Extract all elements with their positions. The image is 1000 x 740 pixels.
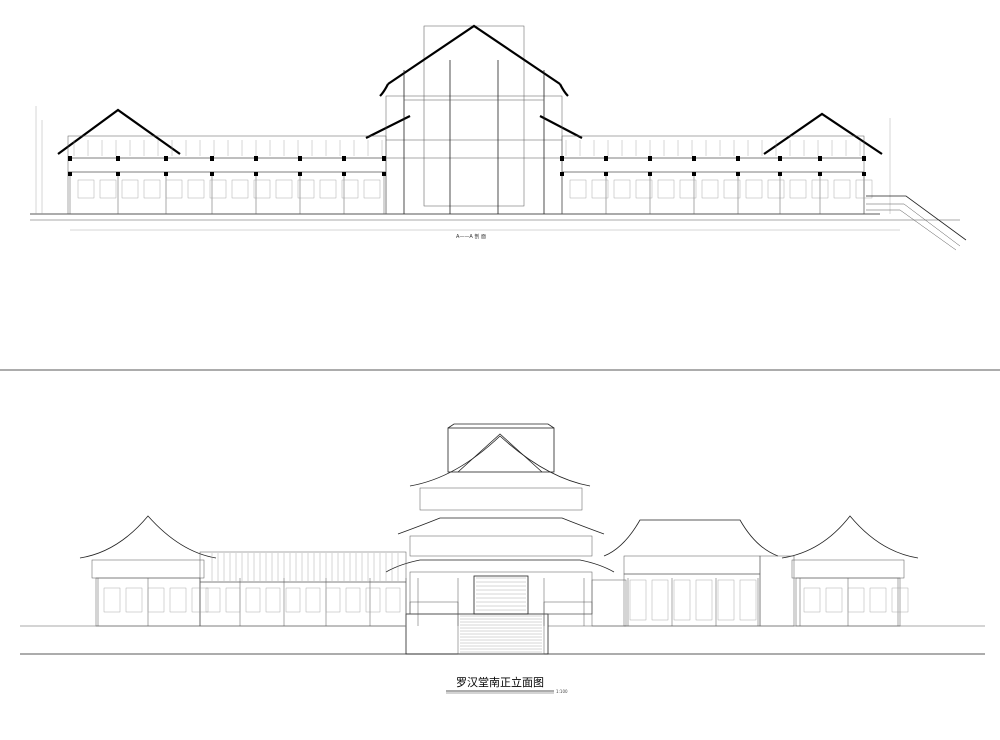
- column-block: [164, 172, 168, 176]
- column-block: [560, 156, 564, 161]
- elevation-steps: [460, 615, 542, 653]
- lattice-window: [231, 179, 249, 199]
- lattice-window: [679, 179, 697, 199]
- lattice-window: [265, 587, 281, 613]
- lattice-window: [209, 179, 227, 199]
- column-block: [382, 156, 386, 161]
- lattice-window: [341, 179, 359, 199]
- lattice-window: [569, 179, 587, 199]
- lattice-window: [767, 179, 785, 199]
- column-block: [818, 172, 822, 176]
- column-block: [342, 156, 346, 161]
- column-block: [778, 156, 782, 161]
- lattice-window: [701, 179, 719, 199]
- column-block: [298, 156, 302, 161]
- column-block: [116, 172, 120, 176]
- lattice-window: [723, 179, 741, 199]
- elevation-scale: 1:100: [556, 689, 568, 694]
- lattice-window: [297, 179, 315, 199]
- column-block: [778, 172, 782, 176]
- lattice-window: [345, 587, 361, 613]
- column-block: [298, 172, 302, 176]
- column-block: [604, 172, 608, 176]
- column-block: [254, 156, 258, 161]
- lattice-window: [103, 587, 121, 613]
- column-block: [862, 156, 866, 161]
- lattice-window: [789, 179, 807, 199]
- lattice-window: [613, 179, 631, 199]
- column-block: [382, 172, 386, 176]
- elevation-lattice-windows: [103, 553, 909, 621]
- lattice-window: [121, 179, 139, 199]
- lattice-window: [385, 587, 401, 613]
- column-block: [736, 172, 740, 176]
- column-block: [164, 156, 168, 161]
- lattice-window: [319, 179, 337, 199]
- lattice-window: [245, 587, 261, 613]
- lattice-window: [635, 179, 653, 199]
- column-block: [648, 172, 652, 176]
- lattice-window: [205, 587, 221, 613]
- lattice-window: [717, 579, 735, 621]
- column-block: [68, 156, 72, 161]
- lattice-window: [285, 587, 301, 613]
- section-columns: [68, 156, 866, 214]
- column-block: [210, 172, 214, 176]
- lattice-window: [187, 179, 205, 199]
- lattice-window: [891, 587, 909, 613]
- lattice-window: [165, 179, 183, 199]
- lattice-window: [811, 179, 829, 199]
- column-block: [818, 156, 822, 161]
- lattice-window: [99, 179, 117, 199]
- lattice-window: [169, 587, 187, 613]
- lattice-window: [657, 179, 675, 199]
- elevation-title: 罗汉堂南正立面图: [456, 675, 544, 689]
- lattice-window: [591, 179, 609, 199]
- column-block: [862, 172, 866, 176]
- lattice-window: [833, 179, 851, 199]
- lattice-window: [629, 579, 647, 621]
- lattice-window: [305, 587, 321, 613]
- lattice-window: [325, 587, 341, 613]
- column-block: [736, 156, 740, 161]
- column-block: [254, 172, 258, 176]
- section-lattice-windows: [73, 140, 873, 199]
- lattice-window: [253, 179, 271, 199]
- column-block: [692, 172, 696, 176]
- lattice-window: [147, 587, 165, 613]
- lattice-window: [275, 179, 293, 199]
- section-stair-railing: [866, 195, 967, 251]
- column-block: [210, 156, 214, 161]
- column-block: [116, 156, 120, 161]
- lattice-window: [125, 587, 143, 613]
- lattice-window: [739, 579, 757, 621]
- lattice-window: [225, 587, 241, 613]
- lattice-window: [847, 587, 865, 613]
- column-block: [648, 156, 652, 161]
- lattice-window: [143, 179, 161, 199]
- lattice-window: [695, 579, 713, 621]
- lattice-window: [365, 587, 381, 613]
- column-block: [68, 172, 72, 176]
- section-drawing: [30, 24, 960, 231]
- lattice-window: [869, 587, 887, 613]
- lattice-window: [77, 179, 95, 199]
- lattice-window: [191, 587, 209, 613]
- lattice-window: [363, 179, 381, 199]
- column-block: [604, 156, 608, 161]
- lattice-window: [825, 587, 843, 613]
- lattice-window: [803, 587, 821, 613]
- lattice-window: [673, 579, 691, 621]
- column-block: [692, 156, 696, 161]
- lattice-window: [651, 579, 669, 621]
- lattice-window: [745, 179, 763, 199]
- lattice-window: [855, 179, 873, 199]
- section-title: A——A 剖 面: [456, 233, 486, 240]
- column-block: [342, 172, 346, 176]
- column-block: [560, 172, 564, 176]
